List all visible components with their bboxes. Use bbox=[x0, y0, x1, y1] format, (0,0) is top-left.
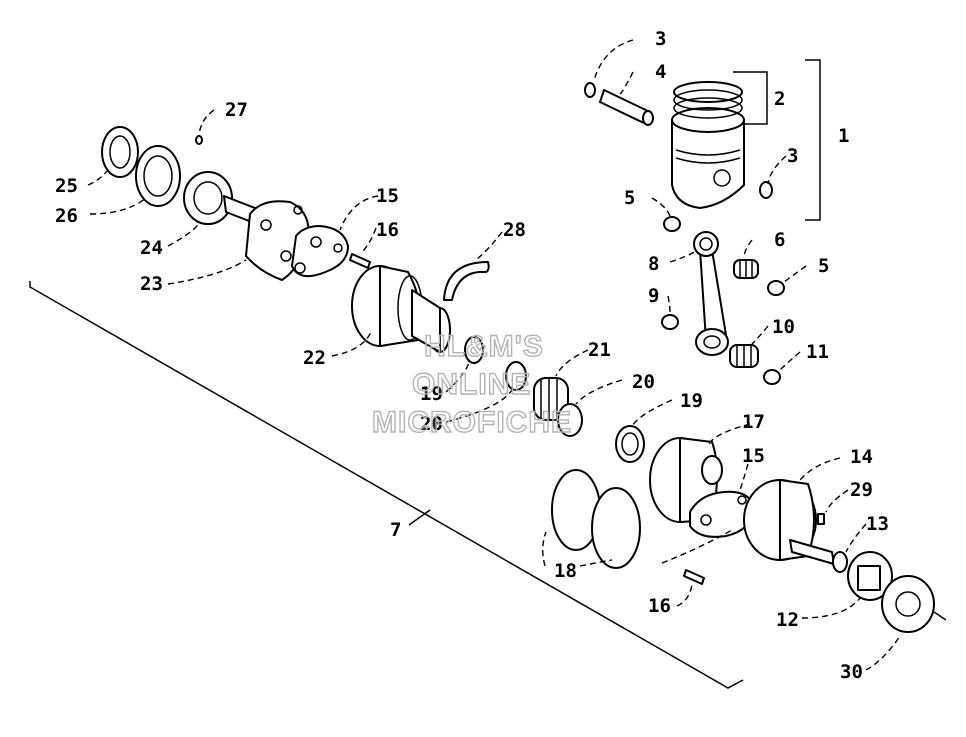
callout-labels: 1 2 3 3 4 5 5 6 7 8 9 10 11 12 13 14 15 … bbox=[55, 28, 889, 683]
callout-25: 25 bbox=[55, 175, 78, 197]
callout-22: 22 bbox=[303, 347, 326, 369]
callout-7: 7 bbox=[390, 519, 401, 541]
callout-19b: 19 bbox=[680, 390, 703, 412]
callout-30: 30 bbox=[840, 661, 863, 683]
callout-29: 29 bbox=[850, 479, 873, 501]
crank-half-right-14 bbox=[743, 479, 835, 565]
key-29 bbox=[817, 513, 825, 525]
bearing-pin-27 bbox=[195, 135, 203, 145]
retaining-ring-28 bbox=[443, 261, 490, 301]
thrust-washer-9 bbox=[661, 314, 679, 330]
callout-6: 6 bbox=[774, 229, 785, 251]
circlip-upper bbox=[584, 82, 596, 98]
callout-27: 27 bbox=[225, 99, 248, 121]
seal-25 bbox=[101, 126, 139, 178]
screw-16a bbox=[349, 253, 371, 269]
needle-bearing-10 bbox=[729, 344, 759, 368]
callout-4: 4 bbox=[655, 61, 666, 83]
callout-16b: 16 bbox=[648, 595, 671, 617]
callout-16a: 16 bbox=[376, 219, 399, 241]
callout-20a: 20 bbox=[420, 413, 443, 435]
bearing-26 bbox=[135, 145, 181, 207]
needle-bearing-6 bbox=[733, 259, 759, 279]
callout-5a: 5 bbox=[624, 187, 635, 209]
callout-21: 21 bbox=[588, 339, 611, 361]
washer-20b bbox=[557, 403, 583, 437]
crank-center-17 bbox=[649, 437, 723, 523]
callout-15b: 15 bbox=[742, 445, 765, 467]
connecting-rod bbox=[693, 231, 729, 356]
callout-28: 28 bbox=[503, 219, 526, 241]
callout-19a: 19 bbox=[420, 383, 443, 405]
wrist-pin bbox=[599, 89, 654, 126]
watermark-line-1: HL&M'S bbox=[423, 330, 544, 363]
callout-18: 18 bbox=[554, 560, 577, 582]
screw-16b bbox=[683, 569, 705, 585]
crank-center-22 bbox=[351, 265, 451, 353]
bearing-12 bbox=[847, 551, 893, 601]
callout-12: 12 bbox=[776, 609, 799, 631]
seal-19b bbox=[615, 425, 645, 463]
bearing-24 bbox=[183, 171, 233, 225]
callout-1: 1 bbox=[838, 125, 849, 147]
callout-11: 11 bbox=[806, 341, 829, 363]
watermark-line-3: MICROFICHE bbox=[371, 406, 572, 439]
callout-20b: 20 bbox=[632, 371, 655, 393]
piston bbox=[671, 107, 745, 209]
callout-2: 2 bbox=[774, 88, 785, 110]
callout-15a: 15 bbox=[376, 185, 399, 207]
callout-26: 26 bbox=[55, 205, 78, 227]
piston-bracket bbox=[733, 59, 821, 221]
circlip-lower bbox=[759, 181, 773, 199]
watermark-line-2: ONLINE bbox=[411, 368, 532, 401]
piston-rings bbox=[673, 81, 743, 119]
callout-10: 10 bbox=[772, 316, 795, 338]
thrust-washer-5b bbox=[767, 280, 785, 296]
callout-23: 23 bbox=[140, 273, 163, 295]
callout-3b: 3 bbox=[787, 145, 798, 167]
callout-17: 17 bbox=[742, 411, 765, 433]
flywheel-plate-15a bbox=[291, 225, 349, 277]
leader-lines bbox=[87, 39, 901, 671]
callout-3a: 3 bbox=[655, 28, 666, 50]
callout-24: 24 bbox=[140, 237, 163, 259]
roller-bearing-21 bbox=[533, 377, 569, 421]
seal-30 bbox=[881, 575, 947, 633]
callout-8: 8 bbox=[648, 253, 659, 275]
circlip-13 bbox=[832, 551, 848, 573]
callout-9: 9 bbox=[648, 285, 659, 307]
seal-19a bbox=[464, 336, 484, 364]
thrust-washer-5a bbox=[663, 216, 681, 232]
thrust-washer-11 bbox=[763, 369, 781, 385]
callout-13: 13 bbox=[866, 513, 889, 535]
crankshaft-assembly-bracket bbox=[29, 281, 744, 689]
washer-20a bbox=[505, 361, 527, 391]
callout-5b: 5 bbox=[818, 255, 829, 277]
callout-14: 14 bbox=[850, 446, 873, 468]
retaining-rings-18 bbox=[551, 469, 641, 569]
